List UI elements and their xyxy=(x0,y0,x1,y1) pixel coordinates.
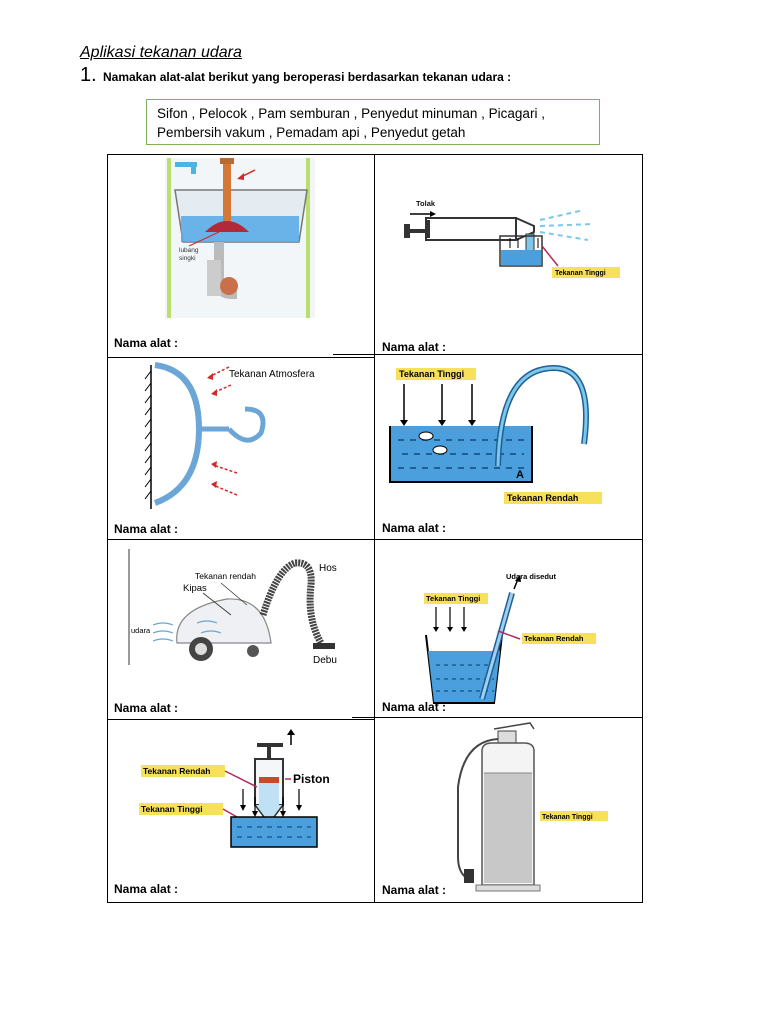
annotation-tekanan-rendah: Tekanan Rendah xyxy=(143,766,210,776)
fire-extinguisher-illustration: Tekanan Tinggi xyxy=(457,722,608,892)
grid-top-border xyxy=(107,154,643,155)
annotation-singki: singki xyxy=(179,255,196,262)
annotation-tolak: Tolak xyxy=(416,199,436,208)
annotation-hos: Hos xyxy=(319,563,337,574)
annotation-tekanan-tinggi: Tekanan Tinggi xyxy=(399,369,464,379)
cell-syringe: Piston Tekanan Rendah Tekanan Tinggi Nam… xyxy=(107,719,374,903)
straw-illustration: Udara disedut Tekanan Tinggi Tekanan Ren… xyxy=(424,572,596,704)
vacuum-illustration: Tekanan rendah Kipas udara Hos Debu xyxy=(128,549,337,666)
answer-grid: lubang singki Nama alat : Tolak xyxy=(107,154,643,903)
row-divider-left-1 xyxy=(107,357,374,358)
cell-fire-extinguisher: Tekanan Tinggi xyxy=(374,717,643,903)
cell-7-label: Nama alat : xyxy=(114,882,179,896)
cell-1-label: Nama alat : xyxy=(114,336,179,350)
cell-siphon: Tekanan Tinggi A Tekanan Rendah Nama ala… xyxy=(374,354,643,539)
annotation-tekanan-rendah: Tekanan Rendah xyxy=(524,634,584,643)
grid-center-divider xyxy=(374,154,375,903)
spray-pump-illustration: Tolak Tekanan Tinggi xyxy=(404,199,620,278)
word-bank-line-2: Pembersih vakum , Pemadam api , Penyedut… xyxy=(157,125,466,140)
grid-bottom-border xyxy=(107,902,643,903)
cell-spray-pump: Tolak Tekanan Tinggi Nama alat : xyxy=(374,154,643,354)
syringe-illustration: Piston Tekanan Rendah Tekanan Tinggi xyxy=(139,729,330,848)
cell-2-label: Nama alat : xyxy=(382,340,447,354)
annotation-kipas: Kipas xyxy=(183,583,207,594)
annotation-tekanan-tinggi: Tekanan Tinggi xyxy=(555,270,606,277)
annotation-tekanan-atmosfera: Tekanan Atmosfera xyxy=(229,369,315,380)
question-text: Namakan alat-alat berikut yang beroperas… xyxy=(103,70,512,84)
annotation-tekanan-tinggi: Tekanan Tinggi xyxy=(426,594,480,603)
worksheet-title: Aplikasi tekanan udara xyxy=(80,44,242,61)
row-divider-2 xyxy=(107,539,643,540)
annotation-tekanan-tinggi: Tekanan Tinggi xyxy=(542,814,593,821)
row-divider-right-1 xyxy=(333,354,643,355)
annotation-tekanan-rendah: Tekanan Rendah xyxy=(507,493,578,503)
word-bank-line-1: Sifon , Pelocok , Pam semburan , Penyedu… xyxy=(157,106,545,121)
annotation-udara: udara xyxy=(131,626,151,635)
annotation-tekanan-rendah: Tekanan rendah xyxy=(195,571,256,581)
cell-vacuum: Tekanan rendah Kipas udara Hos Debu Nama… xyxy=(107,539,374,719)
row-divider-right-3 xyxy=(352,717,643,718)
cell-suction-hook: Tekanan Atmosfera Nama alat : xyxy=(107,357,374,539)
plunger-illustration: lubang singki xyxy=(165,158,315,318)
grid-right-border xyxy=(642,154,643,903)
cell-straw: Udara disedut Tekanan Tinggi Tekanan Ren… xyxy=(374,539,643,717)
word-bank-box: Sifon , Pelocok , Pam semburan , Penyedu… xyxy=(146,99,600,145)
cell-plunger: lubang singki Nama alat : xyxy=(107,154,374,357)
cell-5-label: Nama alat : xyxy=(114,701,179,715)
row-divider-left-3 xyxy=(107,719,374,720)
cell-3-label: Nama alat : xyxy=(114,522,179,536)
annotation-debu: Debu xyxy=(313,655,337,666)
grid-left-border xyxy=(107,154,108,903)
question-number: 1. xyxy=(80,64,97,86)
cell-6-label: Nama alat : xyxy=(382,700,447,714)
annotation-lubang: lubang xyxy=(179,247,199,254)
suction-hook-illustration: Tekanan Atmosfera xyxy=(144,362,315,509)
cell-8-label: Nama alat : xyxy=(382,883,447,897)
annotation-a: A xyxy=(516,469,524,481)
siphon-illustration: Tekanan Tinggi A Tekanan Rendah xyxy=(389,364,602,504)
annotation-piston: Piston xyxy=(293,772,330,786)
cell-4-label: Nama alat : xyxy=(382,521,447,535)
annotation-udara-disedut: Udara disedut xyxy=(506,572,557,581)
annotation-tekanan-tinggi: Tekanan Tinggi xyxy=(141,804,203,814)
